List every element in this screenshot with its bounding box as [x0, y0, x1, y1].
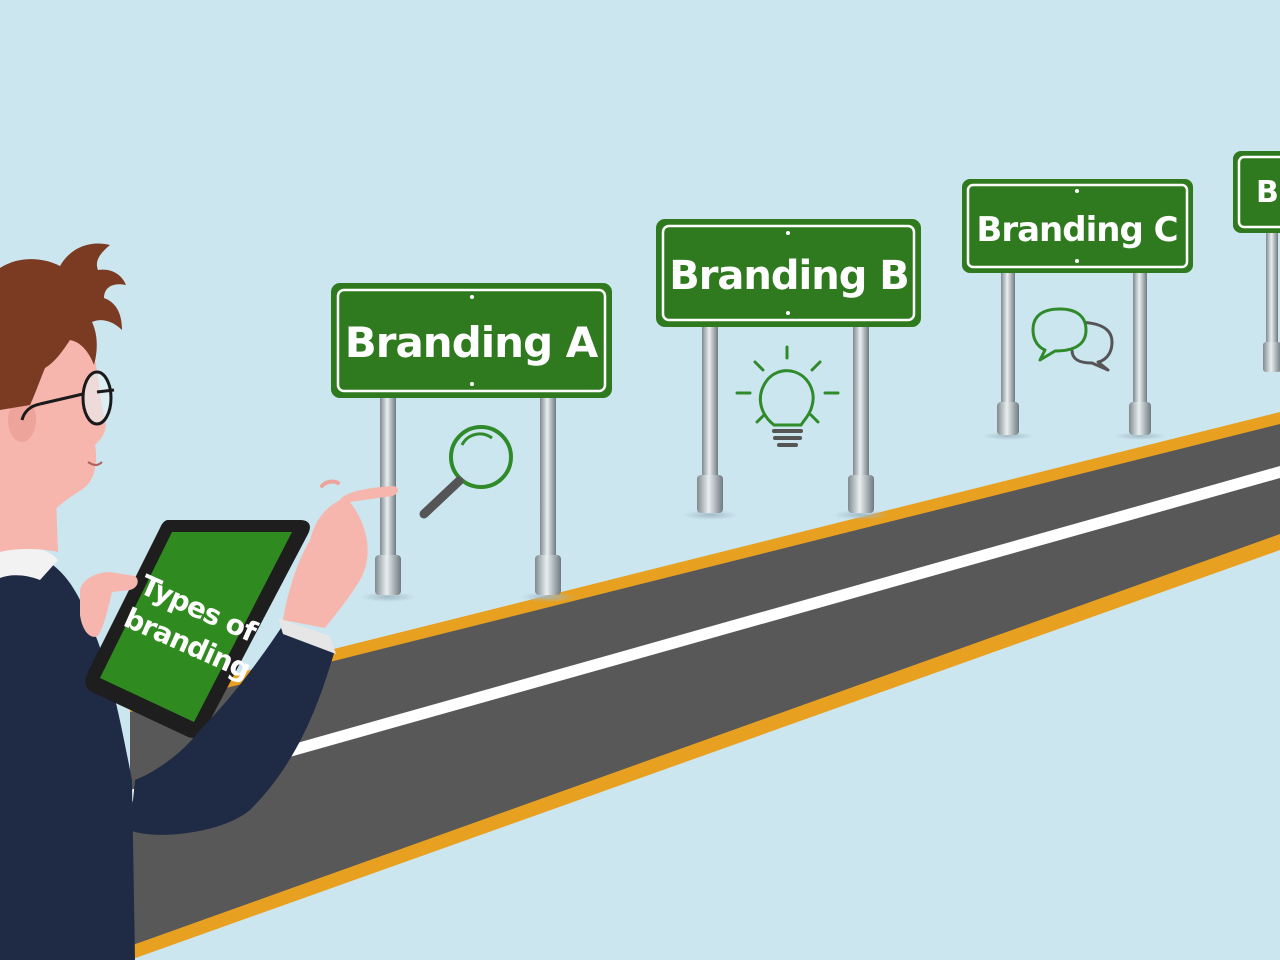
sign-label-c: Branding C — [976, 210, 1177, 250]
sign-pole — [853, 322, 869, 492]
left-hand — [80, 572, 138, 637]
right-sleeve — [130, 622, 335, 835]
sign-board-border — [661, 224, 916, 322]
sign-board — [962, 179, 1193, 273]
pole-base — [848, 475, 874, 513]
road-edge-top — [130, 412, 1280, 713]
businessman-figure: Types of branding — [0, 243, 398, 960]
pole-shadow — [520, 592, 576, 602]
sign-bolt — [786, 231, 790, 235]
sign-label-b: Branding B — [669, 253, 909, 299]
sign-bolt — [470, 295, 474, 299]
pointing-hand — [283, 486, 398, 628]
sign-pole — [1001, 270, 1015, 415]
pole-shadow — [833, 510, 889, 520]
sign-bolt — [786, 311, 790, 315]
sign-board — [331, 283, 612, 398]
sign-label-d: Br — [1256, 175, 1280, 210]
sign-pole — [1133, 270, 1147, 415]
road — [130, 412, 1280, 960]
lightbulb-icon — [735, 345, 840, 447]
hand-detail — [320, 479, 340, 488]
pole-base — [375, 555, 401, 595]
sign-label-a: Branding A — [345, 318, 599, 367]
hair — [0, 243, 126, 410]
road-edge-bottom — [130, 534, 1280, 960]
sign-bolt — [1075, 259, 1079, 263]
pole-base — [535, 555, 561, 595]
sign-pole — [540, 395, 556, 575]
sign-board — [1233, 151, 1280, 233]
sign-pole — [1266, 228, 1278, 348]
mouth — [87, 461, 103, 466]
sign-board-border — [336, 288, 607, 393]
tablet-screen — [100, 532, 292, 722]
pole-shadow — [360, 592, 416, 602]
signpost-a: Branding A — [331, 283, 612, 602]
sign-board — [656, 219, 921, 327]
sign-pole — [702, 322, 718, 492]
sign-bolt — [470, 382, 474, 386]
pole-base — [697, 475, 723, 513]
road-center-line — [130, 466, 1280, 802]
sign-board-border — [966, 183, 1189, 269]
magnifying-glass-icon — [419, 425, 513, 519]
signpost-b: Branding B — [656, 219, 921, 520]
pole-base — [1263, 342, 1280, 372]
sign-pole — [380, 395, 396, 575]
sign-bolt — [1075, 189, 1079, 193]
pole-base — [1129, 402, 1151, 435]
tablet-device: Types of branding — [85, 520, 310, 738]
pole-shadow — [682, 510, 738, 520]
signpost-d: Br — [1233, 151, 1280, 372]
shirt-collar — [0, 547, 58, 580]
pole-shadow — [1114, 432, 1166, 440]
signpost-c: Branding C — [962, 179, 1193, 440]
speech-bubbles-icon — [1031, 307, 1114, 372]
pole-base — [997, 402, 1019, 435]
sign-board-border — [1237, 155, 1280, 229]
shirt-cuff — [278, 618, 336, 654]
glasses-icon — [20, 370, 115, 426]
pole-shadow — [982, 432, 1034, 440]
